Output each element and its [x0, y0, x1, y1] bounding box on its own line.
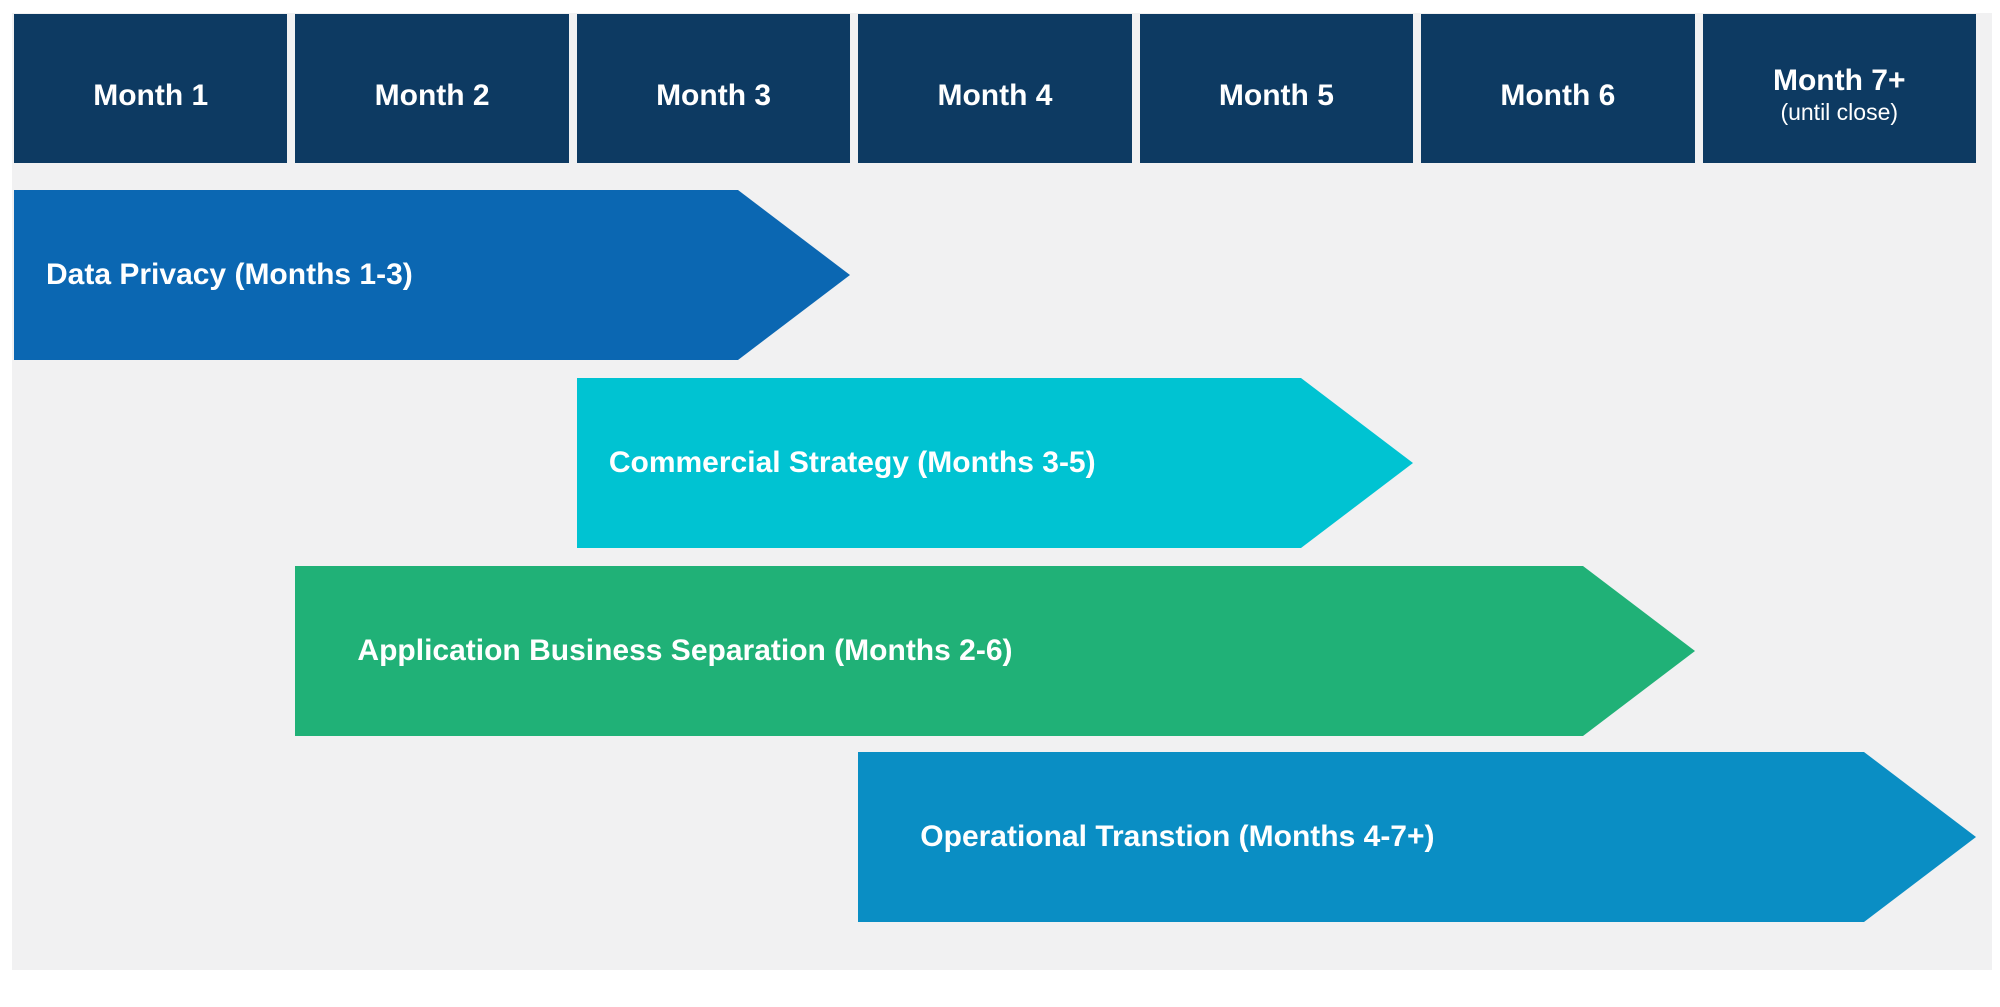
month-header-cell-1: Month 1: [14, 14, 288, 163]
gantt-bar-application-business-separation: Application Business Separation (Months …: [295, 566, 1695, 736]
bar-body: Commercial Strategy (Months 3-5): [576, 378, 1302, 548]
bar-label: Operational Transtion (Months 4-7+): [920, 820, 1435, 853]
bar-body: Operational Transtion (Months 4-7+): [858, 752, 1864, 922]
arrow-head: [1582, 566, 1695, 736]
month-header-cell-2: Month 2: [295, 14, 569, 163]
bar-body: Data Privacy (Months 1-3): [14, 190, 739, 360]
month-header-cell-7: Month 7+ (until close): [1702, 14, 1976, 163]
month-label: Month 7+: [1772, 64, 1906, 98]
month-header-cell-4: Month 4: [858, 14, 1132, 163]
month-label: Month 5: [1218, 79, 1334, 112]
month-header-cell-5: Month 5: [1139, 14, 1414, 163]
bar-body: Application Business Separation (Months …: [295, 566, 1583, 736]
month-label: Month 1: [93, 79, 209, 112]
month-label: Month 4: [937, 79, 1053, 112]
month-label: Month 2: [374, 79, 490, 112]
month-label: Month 6: [1500, 79, 1616, 112]
month-header-cell-6: Month 6: [1421, 14, 1695, 163]
month-label: Month 3: [656, 79, 772, 112]
month-header-row: Month 1 Month 2 Month 3 Month 4 Month 5 …: [14, 14, 1976, 163]
gantt-bar-commercial-strategy: Commercial Strategy (Months 3-5): [576, 378, 1414, 548]
arrow-head: [1301, 378, 1414, 548]
gantt-bar-operational-transtion: Operational Transtion (Months 4-7+): [858, 752, 1976, 922]
bar-label: Commercial Strategy (Months 3-5): [608, 446, 1096, 479]
arrow-head: [1863, 752, 1976, 922]
month-sublabel: (until close): [1780, 99, 1899, 126]
gantt-bar-data-privacy: Data Privacy (Months 1-3): [14, 190, 851, 360]
month-header-cell-3: Month 3: [576, 14, 851, 163]
bar-label: Data Privacy (Months 1-3): [46, 258, 413, 291]
arrow-head: [738, 190, 851, 360]
bar-label: Application Business Separation (Months …: [357, 634, 1013, 667]
